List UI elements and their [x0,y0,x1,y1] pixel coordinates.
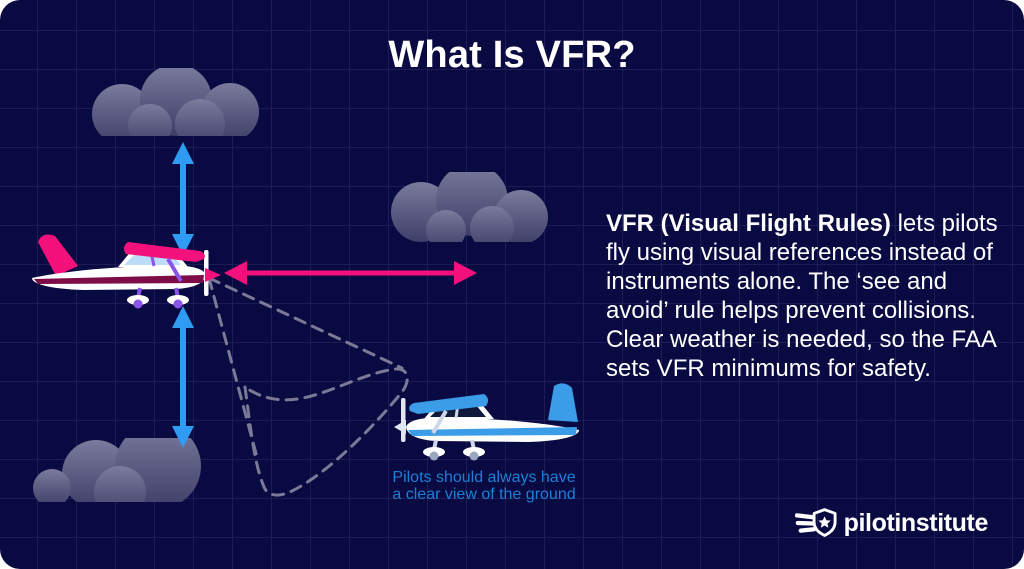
dashed-vision-cone [207,276,409,497]
page-title: What Is VFR? [388,34,636,76]
blue-airplane [394,383,579,461]
pilot-institute-logo: pilotinstitute [794,505,989,541]
winged-shield-star-icon [794,508,837,537]
vfr-description: VFR (Visual Flight Rules) lets pilots fl… [606,209,1010,383]
horizontal-arrow [224,261,477,285]
vfr-description-body: lets pilots fly using visual references … [606,210,998,382]
caption-line-1: Pilots should always have [392,469,576,486]
vertical-arrow-above [172,142,194,256]
cloud-middle [391,172,548,242]
cloud-bottom-left [33,438,201,502]
vfr-description-lead: VFR (Visual Flight Rules) [606,210,891,237]
logo-text: pilotinstitute [843,508,989,537]
vertical-arrow-below [172,306,194,448]
cloud-top-left [92,68,259,136]
ground-view-caption: Pilots should always have a clear view o… [386,469,582,503]
caption-line-2: a clear view of the ground [392,486,576,503]
pink-airplane [32,234,221,309]
